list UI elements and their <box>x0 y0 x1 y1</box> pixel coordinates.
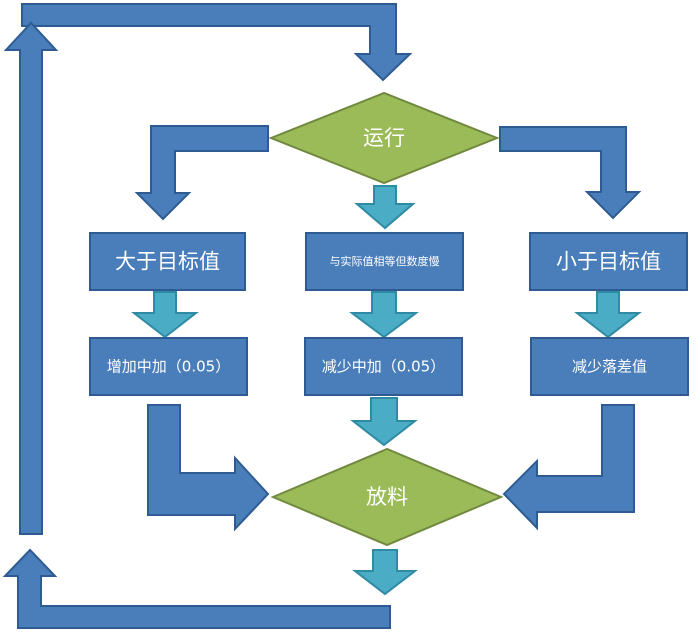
middle-down-arrow <box>349 291 419 339</box>
reduce-drop-label: 减少落差值 <box>572 358 647 376</box>
loop-left-arrow <box>3 21 59 535</box>
increase-label: 增加中加（0.05） <box>107 358 230 376</box>
decrease-down-arrow <box>350 397 418 447</box>
right-down-arrow <box>574 291 642 339</box>
reduce-drop-box <box>530 337 689 396</box>
merge-right-arrow <box>502 404 635 531</box>
branch-left-arrow <box>134 125 269 221</box>
equal-but-slow-label: 与实际值相等但数度慢 <box>330 254 440 268</box>
loop-bottom-arrow <box>2 548 391 629</box>
greater-than-target-label: 大于目标值 <box>115 250 220 274</box>
branch-right-arrow <box>499 126 642 220</box>
discharge-label: 放料 <box>366 485 408 509</box>
run-label: 运行 <box>363 126 405 150</box>
decrease-label: 减少中加（0.05） <box>322 358 445 376</box>
discharge-down-arrow <box>352 549 418 596</box>
merge-left-arrow <box>147 404 270 532</box>
less-than-target-box <box>529 232 688 291</box>
discharge-diamond <box>270 447 504 547</box>
loop-top-arrow <box>21 3 413 82</box>
greater-than-target-box <box>89 232 246 291</box>
equal-but-slow-box <box>305 232 464 291</box>
decrease-box <box>304 337 463 396</box>
left-down-arrow <box>131 291 199 339</box>
run-diamond <box>268 91 500 185</box>
run-down-arrow <box>354 185 416 230</box>
increase-box <box>89 337 248 396</box>
less-than-target-label: 小于目标值 <box>556 250 661 274</box>
